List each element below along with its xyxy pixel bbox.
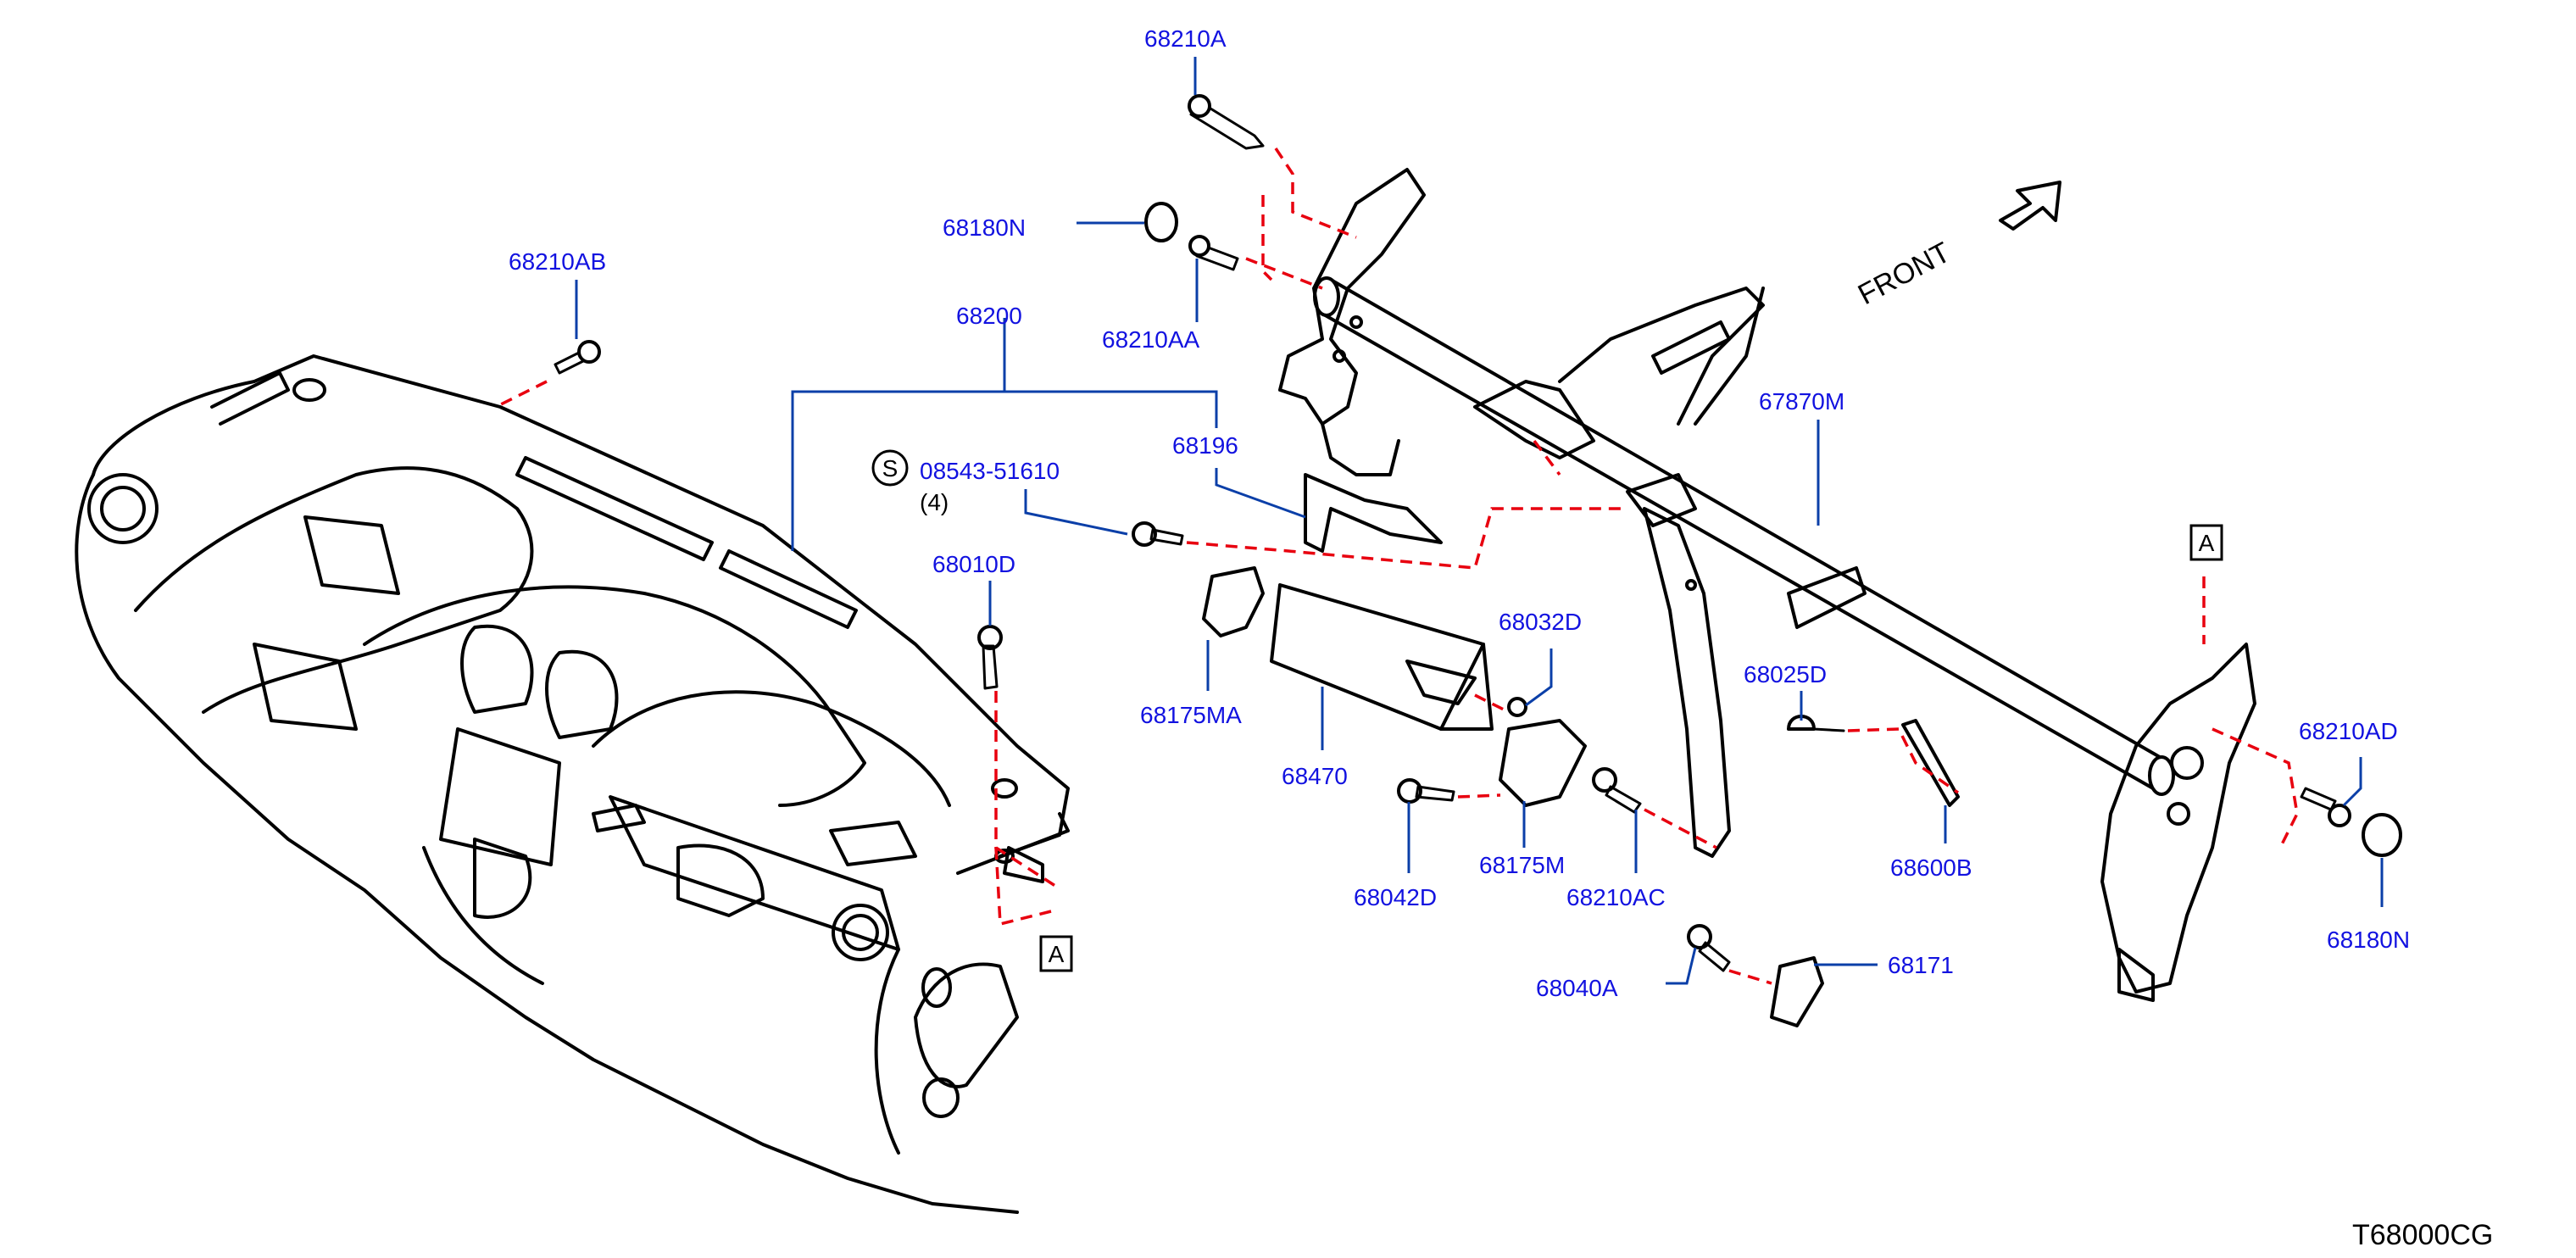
callout-quantity: (4) [920,489,949,515]
ref-marker-a-right: A [2189,524,2223,561]
callout-68210AC[interactable]: 68210AC [1566,884,1666,910]
callout-68042D[interactable]: 68042D [1354,884,1437,910]
callout-68025D[interactable]: 68025D [1744,661,1827,687]
callout-68032D[interactable]: 68032D [1499,609,1582,635]
callout-68210AD[interactable]: 68210AD [2299,718,2398,744]
callout-67870M[interactable]: 67870M [1759,388,1844,415]
front-arrow-icon [1999,181,2061,231]
callout-68210A[interactable]: 68210A [1144,25,1227,52]
callout-68600B[interactable]: 68600B [1890,854,1972,881]
front-direction-indicator: FRONT [1853,181,2061,312]
ref-marker-a-left: A [1039,935,1073,972]
callout-68470[interactable]: 68470 [1282,763,1348,789]
instrument-panel-drawing [75,354,1070,1214]
svg-text:A: A [2199,530,2215,556]
callout-68040A[interactable]: 68040A [1536,975,1618,1001]
callout-68171[interactable]: 68171 [1888,952,1954,978]
callout-68210AA[interactable]: 68210AA [1102,326,1200,353]
callout-08543-51610[interactable]: 08543-51610 [920,458,1060,484]
callout-68196[interactable]: 68196 [1172,432,1238,459]
callout-68210AB[interactable]: 68210AB [509,248,606,275]
callout-68010D[interactable]: 68010D [932,551,1015,577]
callout-68180N-top[interactable]: 68180N [943,214,1026,241]
service-symbol-icon [871,449,909,487]
callout-68175MA[interactable]: 68175MA [1140,702,1242,728]
diagram-code: T68000CG [2352,1219,2493,1251]
service-symbol-letter: S [882,455,899,481]
leader-lines [575,57,2384,985]
callout-68200[interactable]: 68200 [956,303,1022,329]
fastener-paths [495,148,2299,985]
front-label: FRONT [1853,237,1956,312]
callout-68180N-right[interactable]: 68180N [2327,927,2410,953]
steering-member-drawing [1278,168,2256,1002]
callout-68175M[interactable]: 68175M [1479,852,1565,878]
fastener-drawings [554,94,2402,1027]
svg-text:A: A [1049,941,1065,967]
callout-labels: 68210A 68180N 68210AA 68210AB 68200 6819… [509,25,2410,1001]
